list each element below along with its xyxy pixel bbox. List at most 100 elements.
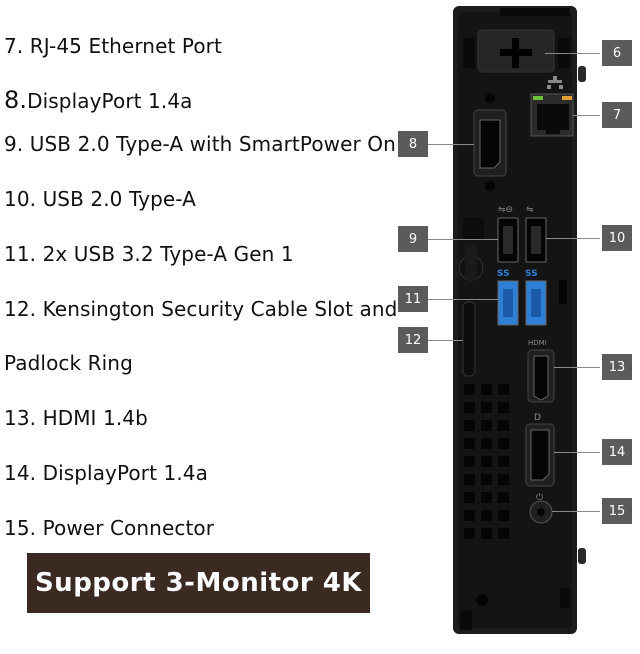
bracket-slot-left <box>463 38 475 68</box>
spec-text: DisplayPort 1.4a <box>27 89 193 113</box>
spec-text: RJ-45 Ethernet Port <box>23 34 222 58</box>
cable-holder <box>458 218 484 281</box>
vent-hole <box>481 402 492 413</box>
leader-line <box>546 238 600 239</box>
callout-tag-12: 12 <box>398 327 428 353</box>
bottom-slot <box>460 610 472 630</box>
vent-hole <box>498 492 509 503</box>
power-icon: ⏻ <box>536 492 543 503</box>
leader-line <box>554 452 600 453</box>
spec-text: USB 2.0 Type-A <box>36 187 196 211</box>
spec-text: Padlock Ring <box>4 351 133 375</box>
screw-hole <box>476 594 488 606</box>
leader-line <box>428 299 498 300</box>
vent-hole <box>498 456 509 467</box>
spec-item-hdmi: 13. HDMI 1.4b <box>4 406 148 430</box>
vent-hole <box>464 456 475 467</box>
leader-line <box>428 239 498 240</box>
vent-hole <box>481 420 492 431</box>
vent-hole <box>464 384 475 395</box>
rj45-port <box>530 93 574 137</box>
spec-num: 13. <box>4 406 37 430</box>
network-icon <box>547 76 563 89</box>
vent-hole <box>498 402 509 413</box>
usb-tongue <box>503 289 513 317</box>
spec-text: USB 2.0 Type-A with SmartPower On <box>23 132 396 156</box>
vent-hole <box>464 492 475 503</box>
usb-tongue <box>503 226 513 254</box>
vent-hole <box>481 384 492 395</box>
thumb-screw-top <box>578 66 586 82</box>
vent-hole <box>481 510 492 521</box>
callout-tag-10: 10 <box>602 225 632 251</box>
spec-num: 8. <box>4 86 28 114</box>
vent-hole <box>481 456 492 467</box>
callout-tag-11: 11 <box>398 286 428 312</box>
vent-hole <box>498 420 509 431</box>
vent-hole <box>464 438 475 449</box>
padlock-ring <box>462 301 476 377</box>
callout-tag-9: 9 <box>398 226 428 252</box>
vent-hole <box>498 528 509 539</box>
usb-icon: ⇋ <box>526 205 534 215</box>
leader-line <box>554 367 600 368</box>
spec-text: DisplayPort 1.4a <box>36 461 208 485</box>
plus-screw-icon <box>500 38 532 68</box>
spec-item-kensington: 12. Kensington Security Cable Slot and <box>4 297 397 321</box>
spec-item-power: 15. Power Connector <box>4 516 214 540</box>
vent-hole <box>481 474 492 485</box>
displayport-port-top <box>473 109 507 177</box>
leader-line <box>428 340 463 341</box>
hdmi-port <box>527 349 555 403</box>
thumb-screw-bottom <box>578 548 586 564</box>
spec-num: 10. <box>4 187 37 211</box>
spec-item-displayport-2: 14. DisplayPort 1.4a <box>4 461 208 485</box>
vent-hole <box>498 474 509 485</box>
vent-hole <box>498 510 509 521</box>
callout-tag-8: 8 <box>398 131 428 157</box>
vent-hole <box>498 384 509 395</box>
vent-hole <box>481 528 492 539</box>
spec-text: HDMI 1.4b <box>36 406 148 430</box>
spec-item-usb2-smartpower: 9. USB 2.0 Type-A with SmartPower On <box>4 132 396 156</box>
leader-line <box>428 144 474 145</box>
vent-hole <box>464 528 475 539</box>
kensington-slot <box>559 280 567 304</box>
spec-text: Kensington Security Cable Slot and <box>36 297 398 321</box>
spec-item-usb2: 10. USB 2.0 Type-A <box>4 187 196 211</box>
spec-num: 15. <box>4 516 37 540</box>
callout-tag-7: 7 <box>602 102 632 128</box>
spec-item-displayport: 8.DisplayPort 1.4a <box>4 86 193 114</box>
vent-hole <box>464 474 475 485</box>
spec-item-usb3: 11. 2x USB 3.2 Type-A Gen 1 <box>4 242 294 266</box>
spec-text: 2x USB 3.2 Type-A Gen 1 <box>36 242 294 266</box>
leader-line <box>545 53 600 54</box>
bottom-slot <box>560 588 570 608</box>
spec-num: 7. <box>4 34 24 58</box>
power-connector <box>529 500 553 524</box>
vent-hole <box>481 438 492 449</box>
top-vent <box>500 8 570 16</box>
vent-hole <box>481 492 492 503</box>
callout-tag-6: 6 <box>602 40 632 66</box>
screw-hole <box>485 181 495 191</box>
callout-tag-14: 14 <box>602 439 632 465</box>
spec-item-ethernet: 7. RJ-45 Ethernet Port <box>4 34 222 58</box>
spec-num: 14. <box>4 461 37 485</box>
leader-line <box>573 115 600 116</box>
vent-hole <box>464 510 475 521</box>
vent-grid <box>464 384 509 539</box>
spec-text: Power Connector <box>36 516 215 540</box>
monitor-support-banner: Support 3-Monitor 4K <box>27 553 370 613</box>
displayport-port-bottom <box>525 423 555 487</box>
callout-tag-13: 13 <box>602 354 632 380</box>
hdmi-label: HDMI <box>528 339 547 347</box>
vent-hole <box>498 438 509 449</box>
spec-num: 11. <box>4 242 37 266</box>
spec-num: 9. <box>4 132 24 156</box>
screw-hole <box>485 93 495 103</box>
leader-line <box>552 511 600 512</box>
usb-ss-label: SS <box>497 269 510 279</box>
usb-tongue <box>531 289 541 317</box>
spec-num: 12. <box>4 297 37 321</box>
